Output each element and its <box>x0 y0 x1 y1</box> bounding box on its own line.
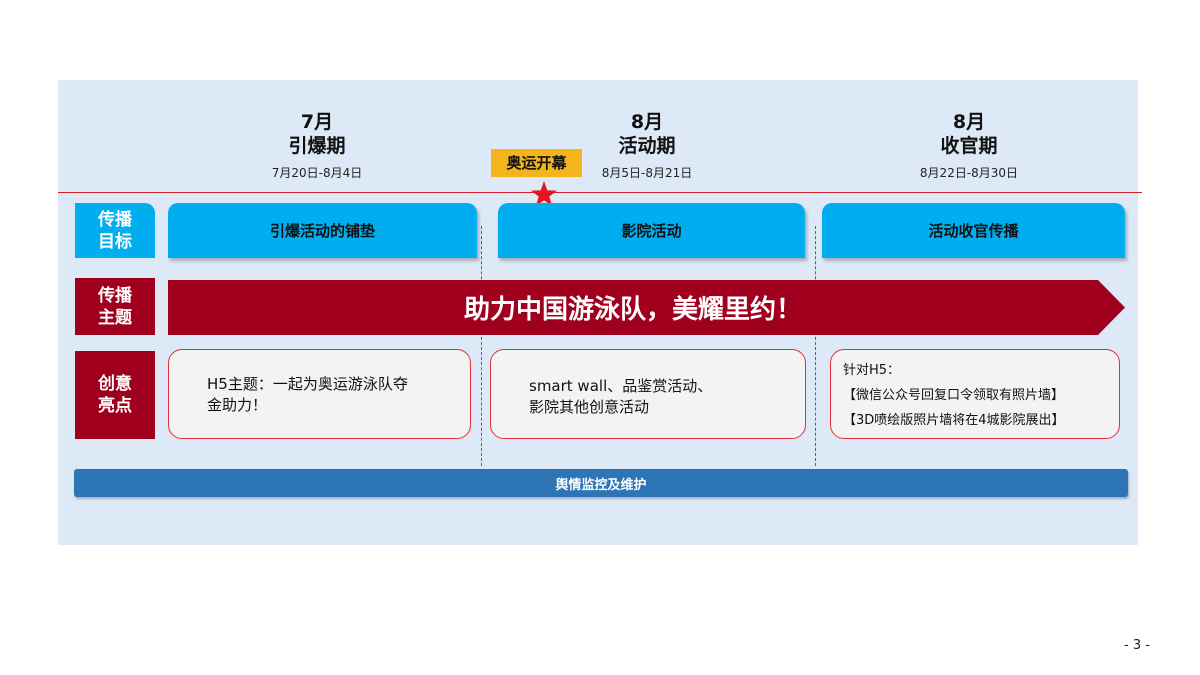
idea-card-3: 针对H5： 【微信公众号回复口令领取有照片墙】 【3D喷绘版照片墙将在4城影院展… <box>830 349 1120 439</box>
monitor-bar: 舆情监控及维护 <box>74 469 1128 497</box>
phase-date-range: 8月22日-8月30日 <box>919 166 1019 180</box>
idea-card-2: smart wall、品鉴赏活动、 影院其他创意活动 <box>490 349 806 439</box>
phase-name: 活动期 <box>618 135 676 157</box>
phase-divider <box>815 226 816 466</box>
phase-date-range: 8月5日-8月21日 <box>601 166 693 180</box>
idea-text: 针对H5： <box>843 363 901 378</box>
olympic-opening-tag: 奥运开幕 <box>491 149 582 177</box>
goal-bar-1: 引爆活动的铺垫 <box>168 203 477 258</box>
star-icon <box>531 181 557 206</box>
idea-text: smart wall、品鉴赏活动、 <box>529 377 713 395</box>
theme-text: 助力中国游泳队，美耀里约！ <box>463 295 802 325</box>
idea-text: 影院其他创意活动 <box>529 398 650 416</box>
timeline-line <box>58 192 1142 193</box>
row-label-idea: 创意亮点 <box>75 351 155 439</box>
phase-divider <box>481 226 482 466</box>
phase-name: 收官期 <box>940 135 998 157</box>
phase-name: 引爆期 <box>288 135 346 157</box>
idea-text: 【3D喷绘版照片墙将在4城影院展出】 <box>843 413 1065 428</box>
goal-bar-3: 活动收官传播 <box>822 203 1125 258</box>
goal-bar-2: 影院活动 <box>498 203 805 258</box>
phase-month: 8月 <box>630 111 664 133</box>
row-label-theme: 传播主题 <box>75 278 155 335</box>
row-label-text: 传播主题 <box>98 285 132 328</box>
phase-2-header: 8月 活动期 8月5日-8月21日 <box>562 110 732 181</box>
idea-text: 金助力！ <box>207 396 268 414</box>
phase-3-header: 8月 收官期 8月22日-8月30日 <box>884 110 1054 181</box>
idea-text: 【微信公众号回复口令领取有照片墙】 <box>843 388 1065 403</box>
idea-text: H5主题：一起为奥运游泳队夺 <box>207 375 408 393</box>
row-label-text: 创意亮点 <box>98 374 132 416</box>
idea-card-1: H5主题：一起为奥运游泳队夺 金助力！ <box>168 349 471 439</box>
phase-date-range: 7月20日-8月4日 <box>271 166 363 180</box>
page-number: - 3 - <box>1124 638 1150 653</box>
phase-month: 8月 <box>952 111 986 133</box>
phase-1-header: 7月 引爆期 7月20日-8月4日 <box>232 110 402 181</box>
phase-month: 7月 <box>300 111 334 133</box>
theme-arrow <box>168 280 1125 335</box>
row-label-goal: 传播目标 <box>75 203 155 258</box>
row-label-text: 传播目标 <box>98 209 132 252</box>
